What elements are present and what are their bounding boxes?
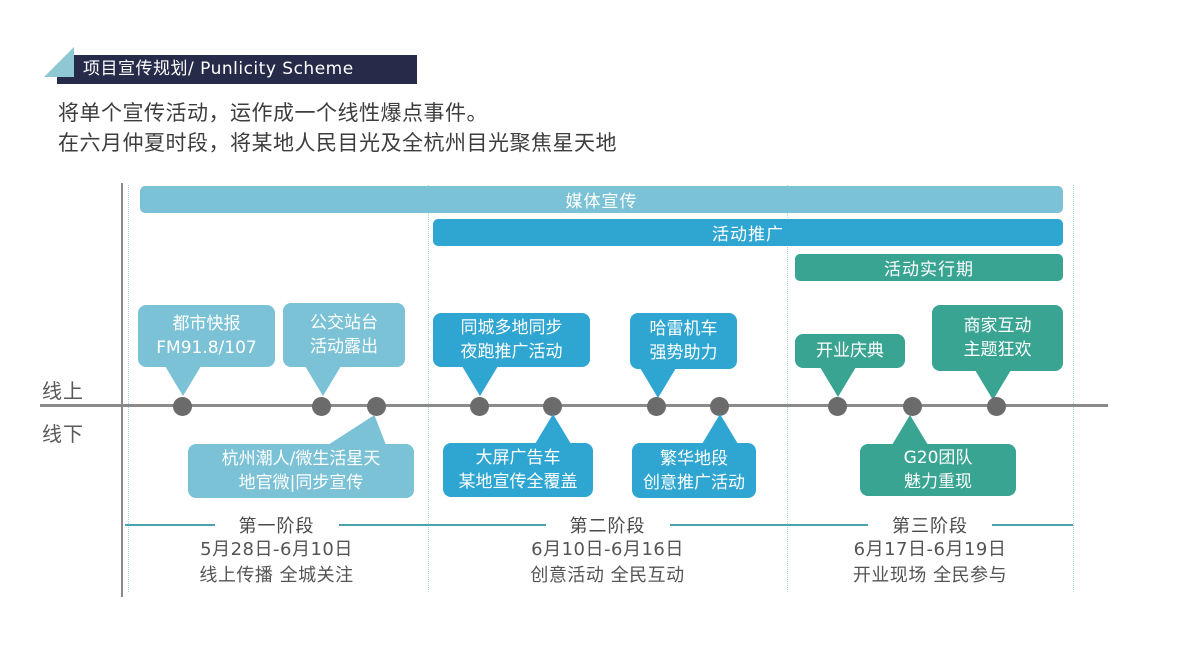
phase-1-block: 第一阶段 5月28日-6月10日 线上传播 全城关注 xyxy=(125,513,428,589)
phase-rule-left xyxy=(787,524,868,526)
timeline-dot xyxy=(312,397,331,416)
bubble-text: G20团队 魅力重现 xyxy=(903,448,973,492)
bubble-text: 同城多地同步 夜跑推广活动 xyxy=(460,318,563,362)
timeline-axis xyxy=(40,404,1108,407)
bubble-tail xyxy=(305,366,341,396)
bar-activity-execution: 活动实行期 xyxy=(795,254,1063,281)
phase-name: 第三阶段 xyxy=(892,516,968,537)
bubble-text: 繁华地段 创意推广活动 xyxy=(643,448,745,493)
page-title: 项目宣传规划/ Punlicity Scheme xyxy=(57,55,417,84)
title-corner-decoration xyxy=(44,47,74,77)
bar-media-promotion: 媒体宣传 xyxy=(140,186,1063,213)
intro-text: 将单个宣传活动，运作成一个线性爆点事件。 在六月仲夏时段，将某地人民目光及全杭州… xyxy=(58,98,617,158)
bar-activity-promotion: 活动推广 xyxy=(433,219,1063,246)
timeline-dot xyxy=(173,397,192,416)
bubble-bus-station: 公交站台 活动露出 xyxy=(283,303,405,396)
timeline-dot xyxy=(710,397,729,416)
timeline-dot xyxy=(987,397,1006,416)
bubble-hangzhou-wechat: 杭州潮人/微生活星天 地官微|同步宣传 xyxy=(188,415,414,498)
phase-name: 第二阶段 xyxy=(569,516,646,537)
timeline-dot xyxy=(543,397,562,416)
phase-name-row: 第二阶段 xyxy=(428,513,787,537)
bubble-text: 都市快报 FM91.8/107 xyxy=(156,314,257,358)
bubble-tail xyxy=(892,415,928,445)
timeline-dot xyxy=(470,397,489,416)
intro-line-1: 将单个宣传活动，运作成一个线性爆点事件。 xyxy=(58,101,488,125)
bubble-tail xyxy=(165,366,201,396)
timeline-dot xyxy=(903,397,922,416)
phase-rule-right xyxy=(992,524,1073,526)
phase-slogan: 线上传播 全城关注 xyxy=(199,565,354,586)
bubble-text: 杭州潮人/微生活星天 地官微|同步宣传 xyxy=(221,449,381,493)
bubble-tail xyxy=(640,368,676,398)
triangle-icon xyxy=(44,47,74,77)
phase-guide-line-2 xyxy=(787,185,788,592)
bar-label: 媒体宣传 xyxy=(565,192,638,212)
bubble-tail xyxy=(820,367,856,397)
timeline-dot xyxy=(367,397,386,416)
bubble-tail xyxy=(975,370,1011,400)
bubble-text: 大屏广告车 某地宣传全覆盖 xyxy=(458,448,578,492)
bubble-opening-ceremony: 开业庆典 xyxy=(795,334,905,397)
bubble-text: 商家互动 主题狂欢 xyxy=(963,316,1032,360)
phase-rule-right xyxy=(669,524,787,526)
phase-name-row: 第一阶段 xyxy=(125,513,428,537)
bubble-metro-express-fm: 都市快报 FM91.8/107 xyxy=(138,305,275,396)
phase-dates: 6月17日-6月19日 xyxy=(853,539,1007,560)
phase-rule-right xyxy=(338,524,428,526)
online-label: 线上 xyxy=(42,379,84,403)
bubble-harley-motorcycle: 哈雷机车 强势助力 xyxy=(630,313,737,398)
bubble-merchant-interaction: 商家互动 主题狂欢 xyxy=(932,305,1063,400)
bubble-led-ad-truck: 大屏广告车 某地宣传全覆盖 xyxy=(443,414,593,497)
bar-label: 活动推广 xyxy=(712,225,784,245)
bubble-g20-team: G20团队 魅力重现 xyxy=(860,415,1016,496)
axis-vertical-line xyxy=(121,183,123,597)
phase-2-block: 第二阶段 6月10日-6月16日 创意活动 全民互动 xyxy=(428,513,787,589)
bubble-text: 哈雷机车 强势助力 xyxy=(649,319,718,363)
phase-3-block: 第三阶段 6月17日-6月19日 开业现场 全民参与 xyxy=(787,513,1073,589)
phase-slogan: 开业现场 全民参与 xyxy=(852,565,1008,586)
phase-name: 第一阶段 xyxy=(238,516,315,537)
phase-dates: 5月28日-6月10日 xyxy=(200,539,353,560)
phase-rule-left xyxy=(428,524,546,526)
bubble-night-run: 同城多地同步 夜跑推广活动 xyxy=(433,313,590,396)
phase-rule-left xyxy=(125,524,215,526)
phase-name-row: 第三阶段 xyxy=(787,513,1073,537)
phase-guide-line-1 xyxy=(428,185,429,592)
phase-slogan: 创意活动 全民互动 xyxy=(530,565,685,586)
bubble-text: 开业庆典 xyxy=(816,341,884,361)
phase-dates: 6月10日-6月16日 xyxy=(531,539,684,560)
bar-label: 活动实行期 xyxy=(884,260,974,280)
phase-guide-line-3 xyxy=(1073,185,1074,592)
bubble-tail xyxy=(328,415,386,445)
bubble-text: 公交站台 活动露出 xyxy=(310,313,378,357)
bubble-busy-district: 繁华地段 创意推广活动 xyxy=(632,414,756,498)
intro-line-2: 在六月仲夏时段，将某地人民目光及全杭州目光聚焦星天地 xyxy=(58,131,617,155)
bubble-tail xyxy=(462,366,498,396)
offline-label: 线下 xyxy=(42,422,84,446)
bubble-tail xyxy=(702,414,738,444)
timeline-dot xyxy=(828,397,847,416)
phase-guide-line-0 xyxy=(128,185,129,592)
timeline-dot xyxy=(647,397,666,416)
bubble-tail xyxy=(535,414,571,444)
